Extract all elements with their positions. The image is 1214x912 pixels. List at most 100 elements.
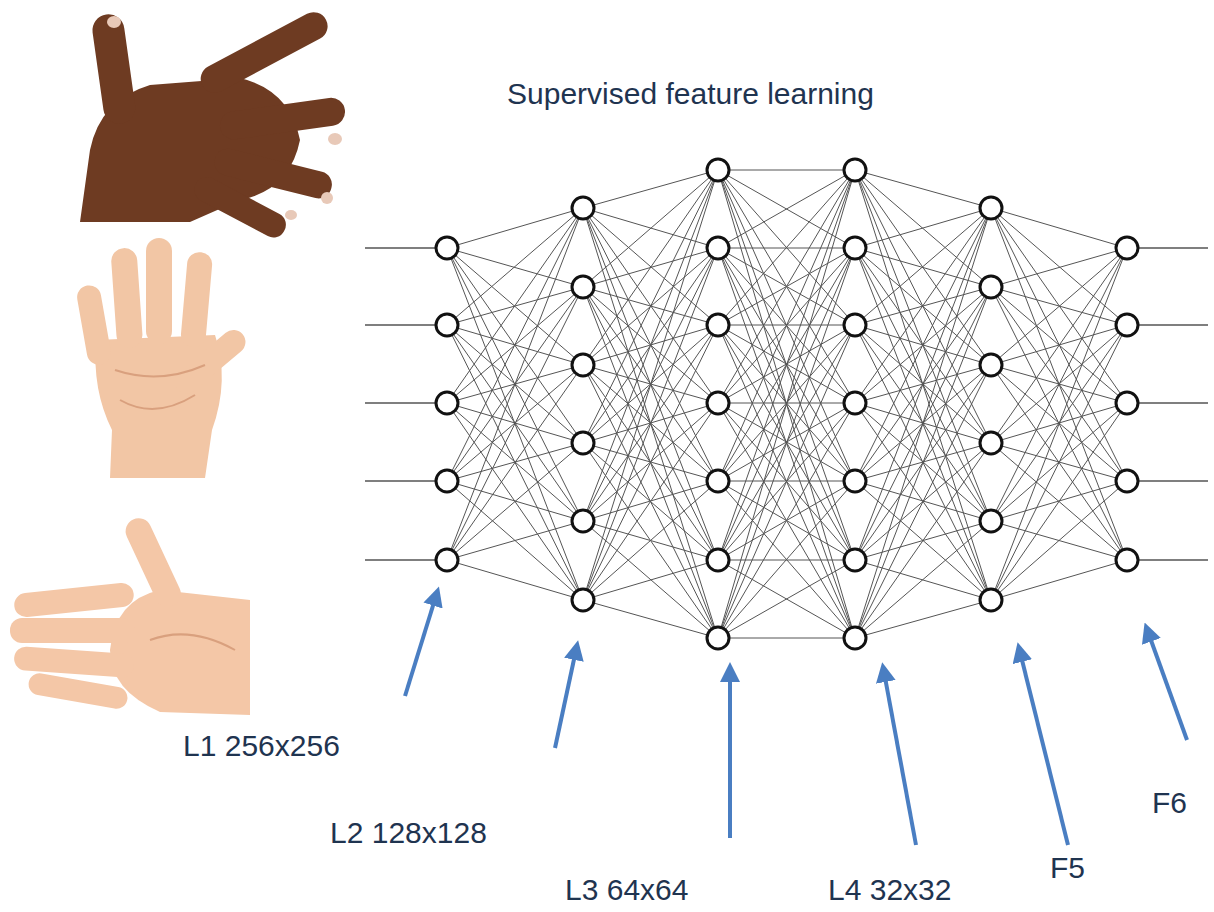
weight-line [583, 403, 718, 600]
weight-line [447, 208, 583, 403]
weight-line [447, 208, 583, 325]
weight-line [583, 325, 718, 600]
weight-line [718, 325, 855, 638]
weight-line [991, 208, 1127, 403]
weight-line [855, 170, 991, 287]
hand-photo [10, 514, 250, 715]
neuron [844, 470, 866, 492]
weight-line [991, 248, 1127, 600]
weight-line [991, 208, 1127, 481]
weight-line [855, 287, 991, 638]
neuron [572, 589, 594, 611]
weight-line [583, 170, 718, 600]
neuron [572, 354, 594, 376]
layer-label: L3 64x64 [565, 872, 688, 908]
weight-line [855, 208, 991, 560]
weight-line [583, 600, 718, 638]
neuron [572, 510, 594, 532]
weight-line [583, 170, 718, 287]
weight-line [855, 248, 991, 365]
weight-line [583, 365, 718, 638]
neuron [707, 627, 729, 649]
weight-line [855, 443, 991, 638]
weight-line [991, 248, 1127, 443]
neuron [707, 159, 729, 181]
weight-line [718, 170, 855, 638]
weight-line [718, 560, 855, 638]
weight-line [855, 521, 991, 638]
weight-line [718, 170, 855, 248]
layer-label: L4 32x32 [828, 872, 951, 908]
weight-line [447, 248, 583, 287]
weight-line [855, 365, 991, 638]
weight-line [583, 443, 718, 638]
weight-line [855, 170, 991, 600]
neural-network [365, 159, 1208, 649]
weight-line [718, 170, 855, 638]
weight-line [447, 443, 583, 560]
diagram-title: Supervised feature learning [507, 76, 874, 112]
neuron [844, 392, 866, 414]
weight-line [583, 170, 718, 443]
weight-line [991, 560, 1127, 600]
weight-line [991, 325, 1127, 600]
weight-line [855, 248, 991, 287]
neuron [980, 432, 1002, 454]
neuron [844, 627, 866, 649]
weight-line [447, 560, 583, 600]
neuron [1116, 314, 1138, 336]
weight-line [718, 170, 855, 481]
neuron [707, 314, 729, 336]
layer-label: F5 [1050, 850, 1085, 886]
weight-line [855, 208, 991, 481]
neuron [436, 392, 458, 414]
neuron [572, 197, 594, 219]
weight-line [583, 170, 718, 208]
weight-line [447, 248, 583, 365]
weight-line [447, 208, 583, 560]
weight-line [447, 365, 583, 560]
weight-line [583, 521, 718, 638]
layer-label: L1 256x256 [183, 728, 340, 764]
weight-line [718, 170, 855, 403]
weight-line [447, 521, 583, 560]
weight-line [855, 208, 991, 325]
weight-line [718, 403, 855, 638]
neuron [1116, 392, 1138, 414]
weight-line [718, 638, 855, 639]
weight-line [991, 248, 1127, 365]
neuron [707, 237, 729, 259]
neuron [980, 276, 1002, 298]
weight-line [855, 600, 991, 638]
weight-line [718, 481, 855, 638]
weight-line [718, 170, 855, 560]
weight-line [718, 170, 855, 481]
weight-line [855, 170, 991, 443]
weight-line [718, 170, 855, 248]
weight-line [718, 560, 855, 638]
weight-line [447, 208, 583, 248]
neuron [707, 549, 729, 571]
neuron [1116, 470, 1138, 492]
neuron [572, 276, 594, 298]
weight-line [583, 170, 718, 365]
weight-line [447, 287, 583, 560]
neuron [436, 314, 458, 336]
weight-line [855, 208, 991, 248]
weight-line [991, 208, 1127, 325]
neuron [980, 354, 1002, 376]
weight-line [991, 403, 1127, 600]
hand-photo [78, 7, 347, 241]
weight-line [718, 403, 855, 638]
neuron [1116, 549, 1138, 571]
weight-line [583, 170, 718, 521]
layer-label: L2 128x128 [330, 815, 487, 851]
weight-line [991, 208, 1127, 560]
weight-line [447, 208, 583, 481]
weight-line [718, 170, 855, 325]
leader-arrow [405, 596, 1187, 845]
weight-line [583, 287, 718, 638]
weight-line [447, 481, 583, 600]
weight-line [991, 481, 1127, 600]
